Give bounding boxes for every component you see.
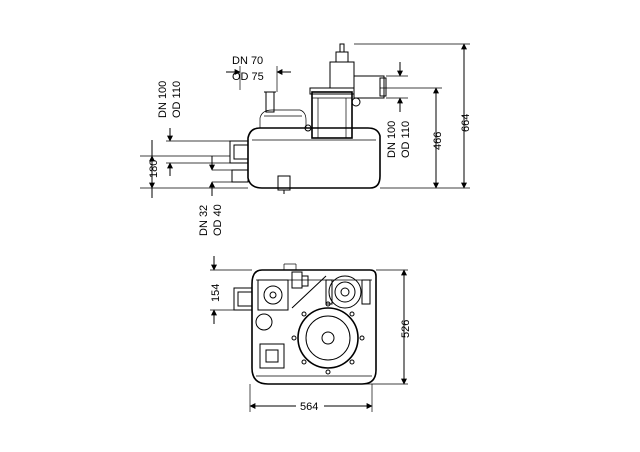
square-plate (259, 343, 285, 369)
side-view: DN 70 OD 75 DN 100 OD 110 180 DN 32 OD 4… (140, 43, 472, 236)
discharge-pipe (353, 75, 385, 99)
dim-466: 466 (432, 132, 444, 150)
dn100-right-label: DN 100 (386, 121, 398, 158)
vent-pipe (265, 91, 275, 113)
inlet-pipe-left-upper (229, 140, 249, 164)
dim-154: 154 (210, 284, 222, 302)
dn100-left-label: DN 100 (157, 81, 169, 118)
od110-left-label: OD 110 (171, 81, 183, 118)
tank-body (247, 127, 381, 189)
round-lid (297, 307, 359, 369)
dim-180: 180 (148, 160, 160, 178)
od75-label: OD 75 (232, 71, 264, 83)
inlet-pipe-left-lower (231, 169, 249, 183)
od110-right-label: OD 110 (400, 121, 412, 158)
dn70-label: DN 70 (232, 55, 263, 67)
round-inlet (255, 313, 273, 331)
dim-564: 564 (300, 401, 318, 413)
flange-left (257, 279, 289, 311)
lid-bolts (291, 301, 365, 375)
pump-column (311, 91, 353, 139)
od40-label: OD 40 (212, 204, 224, 236)
pump-head (328, 275, 362, 309)
dn32-label: DN 32 (198, 205, 210, 236)
dim-526: 526 (400, 320, 412, 338)
top-view: 154 526 564 (210, 256, 412, 413)
inlet-stub-top (233, 287, 253, 311)
dim-664: 664 (460, 114, 472, 132)
